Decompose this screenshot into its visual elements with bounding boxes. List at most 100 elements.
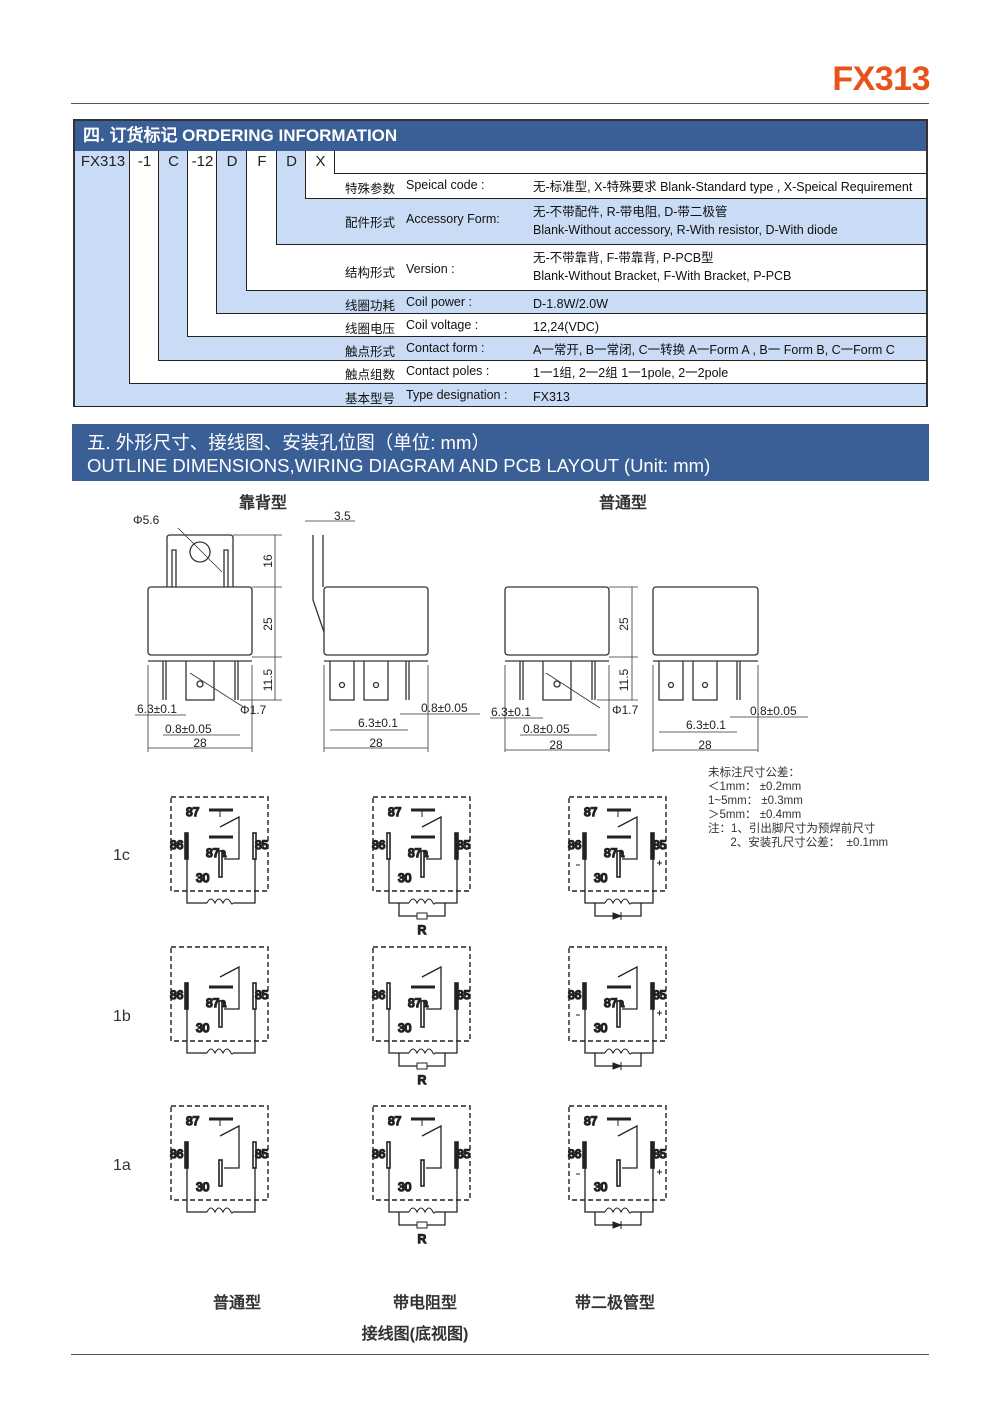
row-label-1b: 1b: [113, 1008, 131, 1025]
relay-outline: [170, 1105, 269, 1201]
dim-pin-width: 6.3±0.1: [491, 705, 531, 719]
pin-label-p87: 87: [584, 1114, 598, 1128]
diode-icon: [612, 912, 623, 920]
coil-wire: [584, 1009, 654, 1054]
diode-wire: [594, 1053, 642, 1067]
dim-pin-height: 11.5: [617, 668, 631, 691]
dim-bracket-height: 16: [261, 554, 275, 568]
relay-outline: [170, 946, 269, 1042]
note-line: 未标注尺寸公差：: [708, 765, 800, 779]
relay-outline: [372, 796, 471, 892]
pin-86: [582, 982, 587, 1010]
coil-wire: [388, 1168, 458, 1213]
coil-wire: [186, 1168, 256, 1213]
armature: [219, 1124, 240, 1169]
dim-hole: Φ5.6: [133, 513, 160, 527]
contact-30: [616, 1000, 621, 1028]
dim-pin-thickness: 0.8±0.05: [523, 722, 570, 736]
pin-label-p87: 87: [584, 805, 598, 819]
dim-pin-width: 6.3±0.1: [358, 716, 398, 730]
plus-sign: [657, 860, 662, 866]
pin-label-p30: 30: [398, 1021, 412, 1035]
normal-front-view: [490, 586, 638, 752]
row-value-en: Blank-Without accessory, R-With resistor…: [533, 223, 838, 237]
row-en: Coil power :: [406, 295, 472, 309]
dim-width: 28: [549, 738, 563, 752]
code-row-blank: [334, 151, 926, 174]
contact-30: [218, 1000, 223, 1028]
coil-icon: [604, 1207, 632, 1214]
coil-icon: [604, 898, 632, 905]
diode-icon: [612, 1221, 623, 1229]
dim-pin-thickness: 0.8±0.05: [750, 704, 797, 718]
ordering-title: 四. 订货标记 ORDERING INFORMATION: [75, 121, 926, 151]
dim-pin-thickness: 0.8±0.05: [165, 722, 212, 736]
relay-outline: [568, 946, 667, 1042]
coil-icon: [206, 1207, 234, 1214]
row-value: 12,24(VDC): [533, 320, 599, 334]
row-zh: 结构形式: [345, 266, 396, 280]
row-zh: 线圈电压: [345, 322, 396, 336]
dim-pin-width: 6.3±0.1: [137, 702, 177, 716]
relay-outline: [568, 796, 667, 892]
relay-outline: [568, 1105, 667, 1201]
pin-label-p86: 86: [372, 1147, 386, 1161]
contact-30: [218, 1159, 223, 1187]
relay-outline: [372, 946, 471, 1042]
row-value: FX313: [533, 390, 570, 404]
row-value: 无-不带靠背, F-带靠背, P-PCB型: [533, 251, 714, 265]
dim-width: 28: [369, 736, 383, 750]
pin-label-p85: 85: [457, 988, 471, 1002]
pin-86: [184, 982, 189, 1010]
column-label-resistor: 带电阻型: [393, 1293, 457, 1312]
dim-pin-hole: Φ1.7: [240, 703, 267, 717]
row-en: Version :: [406, 262, 455, 276]
note-line: 注：1、引出脚尺寸为预焊前尺寸: [708, 821, 875, 835]
bracket-side-view: [305, 520, 480, 752]
diode-icon: [612, 1062, 623, 1070]
diode-wire: [594, 903, 642, 917]
armature: [219, 965, 240, 1010]
relay-outline: [372, 1105, 471, 1201]
pin-label-p85: 85: [653, 1147, 667, 1161]
pin-label-p87: 87: [388, 1114, 402, 1128]
row-en: Speical code :: [406, 178, 485, 192]
note-line: ＜1mm： ±0.2mm: [708, 781, 801, 793]
diode-wire: [594, 1212, 642, 1226]
coil-wire: [584, 859, 654, 904]
row-en: Contact form :: [406, 341, 485, 355]
pin-label-p85: 85: [255, 838, 269, 852]
pin-label-p87a: 87a: [408, 996, 428, 1010]
dim-width: 28: [193, 736, 207, 750]
pin-label-p30: 30: [398, 871, 412, 885]
pin-label-resistor: R: [418, 1232, 427, 1246]
dim-body-height: 25: [261, 617, 275, 631]
dim-pin-height: 11.5: [261, 668, 275, 691]
row-zh: 基本型号: [345, 392, 396, 406]
pin-label-p87a: 87a: [206, 846, 226, 860]
note-line: ＞5mm： ±0.4mm: [708, 809, 801, 821]
dim-offset: 3.5: [334, 509, 351, 523]
pin-86: [386, 982, 391, 1010]
model-title: FX313: [832, 60, 930, 98]
pin-86: [184, 832, 189, 860]
resistor-icon: [416, 912, 428, 920]
pin-label-p30: 30: [196, 871, 210, 885]
contact-30: [218, 850, 223, 878]
code-version: F: [257, 153, 267, 170]
pin-label-p87a: 87a: [604, 996, 624, 1010]
pin-label-p30: 30: [594, 871, 608, 885]
row-value: 无-标准型, X-特殊要求 Blank-Standard type , X-Sp…: [533, 180, 913, 194]
pin-label-p86: 86: [372, 988, 386, 1002]
row-zh: 配件形式: [345, 216, 396, 230]
plus-sign: [657, 1169, 662, 1175]
contact-30: [616, 850, 621, 878]
coil-icon: [408, 1207, 436, 1214]
row-en: Type designation :: [406, 388, 508, 402]
